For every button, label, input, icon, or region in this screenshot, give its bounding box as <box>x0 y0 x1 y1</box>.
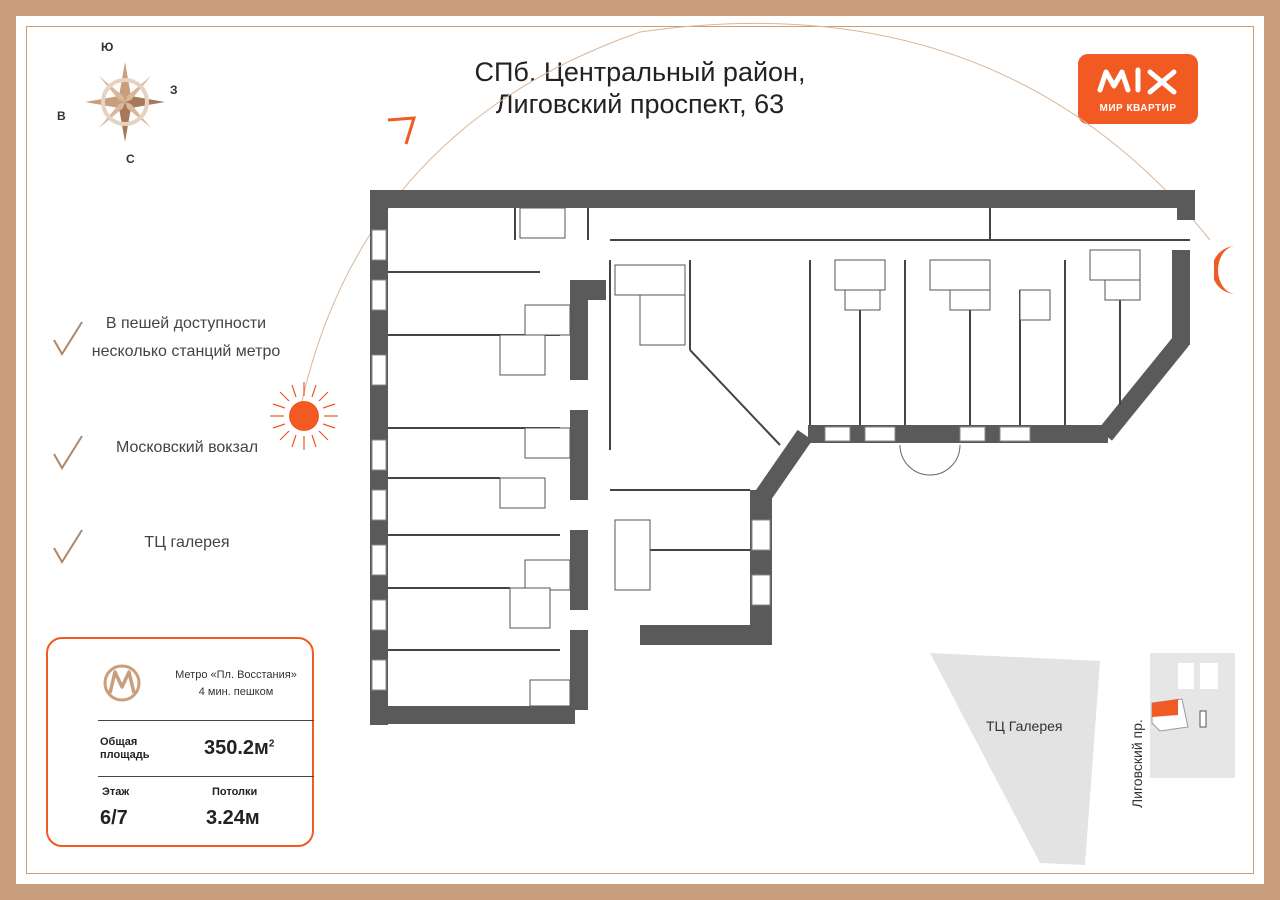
address-line-1: СПб. Центральный район, <box>474 57 806 87</box>
street-label: Лиговский пр. <box>1129 719 1145 808</box>
area-label-line1: Общая <box>100 736 138 748</box>
compass-north-label: С <box>126 152 135 166</box>
divider <box>98 720 314 721</box>
sun-icon <box>270 382 338 450</box>
site-map <box>930 653 1235 865</box>
inner-frame <box>26 26 1254 874</box>
checkmark-icon <box>53 435 83 470</box>
info-card: Метро «Пл. Восстания» 4 мин. пешком Обща… <box>46 637 314 847</box>
metro-info: Метро «Пл. Восстания» 4 мин. пешком <box>166 667 306 701</box>
checkmark-icon <box>53 529 83 564</box>
feature-metro-line1: В пешей доступности <box>105 315 267 332</box>
compass-east-label: В <box>57 109 66 123</box>
feature-metro: В пешей доступности несколько станций ме… <box>72 310 300 366</box>
metro-station: Метро «Пл. Восстания» <box>175 669 297 681</box>
arrow-icon <box>387 116 417 145</box>
floor-plan <box>370 190 1195 725</box>
metro-logo-icon <box>103 664 141 702</box>
compass-south-label: Ю <box>101 40 114 54</box>
address-line-2: Лиговский проспект, 63 <box>495 89 785 119</box>
ceiling-label: Потолки <box>212 786 258 798</box>
floor-label: Этаж <box>102 786 130 798</box>
metro-walk-time: 4 мин. пешком <box>198 686 274 698</box>
checkmark-icon <box>53 321 83 356</box>
ceiling-value: 3.24м <box>206 807 260 829</box>
divider <box>98 776 314 777</box>
building-highlight <box>1152 699 1178 717</box>
feature-metro-line2: несколько станций метро <box>91 343 281 360</box>
compass-west-label: З <box>170 83 178 97</box>
mk-logo-icon <box>1097 67 1177 95</box>
moon-icon <box>1214 246 1236 294</box>
area-label-line2: площадь <box>100 749 150 761</box>
feature-mall: ТЦ галерея <box>144 534 230 551</box>
area-label: Общая площадь <box>100 736 149 762</box>
compass-rose-icon <box>85 62 165 142</box>
floor-value: 6/7 <box>100 807 128 829</box>
mall-label: ТЦ Галерея <box>986 718 1063 734</box>
area-value: 350.2м2 <box>204 737 274 760</box>
logo-text: МИР КВАРТИР <box>1099 103 1177 114</box>
area-unit-sup: 2 <box>268 738 275 750</box>
feature-station: Московский вокзал <box>115 439 259 456</box>
brand-logo: МИР КВАРТИР <box>1078 54 1198 124</box>
address-title: СПб. Центральный район, Лиговский проспе… <box>400 56 880 120</box>
area-value-text: 350.2м <box>204 737 269 759</box>
